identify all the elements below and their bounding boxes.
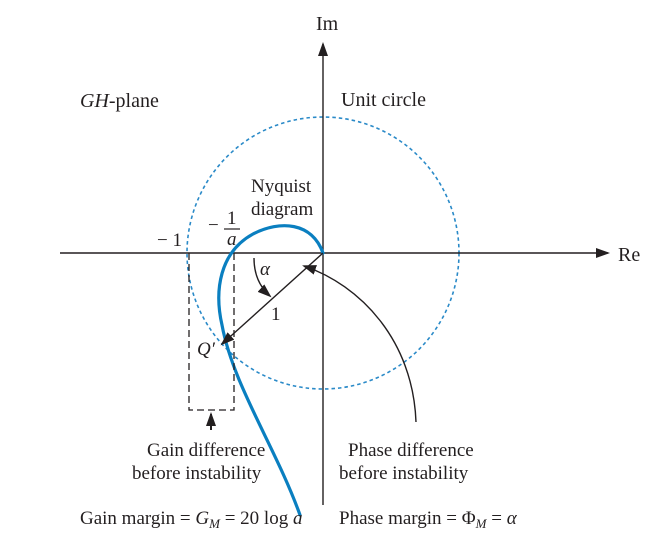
gain-margin-formula: Gain margin = GM = 20 log a <box>80 508 302 531</box>
nyquist-curve <box>217 224 325 517</box>
gain-difference-line1: Gain difference <box>147 440 265 461</box>
real-axis-label: Re <box>618 244 640 266</box>
nyquist-label-line2: diagram <box>251 199 313 220</box>
fraction-denominator: a <box>227 229 237 250</box>
unit-circle-label: Unit circle <box>341 89 426 111</box>
phase-difference-leader <box>302 265 417 423</box>
fraction-numerator: 1 <box>227 208 237 229</box>
phase-angle-arc <box>253 257 272 298</box>
gain-difference-bracket <box>188 253 235 411</box>
minus-one-label: − 1 <box>157 230 182 251</box>
phase-difference-line1: Phase difference <box>348 440 474 461</box>
nyquist-label-line1: Nyquist <box>251 176 312 197</box>
phase-margin-formula: Phase margin = ΦM = α <box>339 508 518 531</box>
alpha-label: α <box>260 259 271 280</box>
q-prime-label: Q′ <box>197 339 216 360</box>
gain-difference-line2: before instability <box>132 463 262 484</box>
minus-sign: − <box>208 215 219 236</box>
phase-difference-line2: before instability <box>339 463 469 484</box>
imaginary-axis-label: Im <box>316 13 339 35</box>
plane-label: GH-plane <box>80 90 159 112</box>
radius-one-label: 1 <box>271 304 281 325</box>
